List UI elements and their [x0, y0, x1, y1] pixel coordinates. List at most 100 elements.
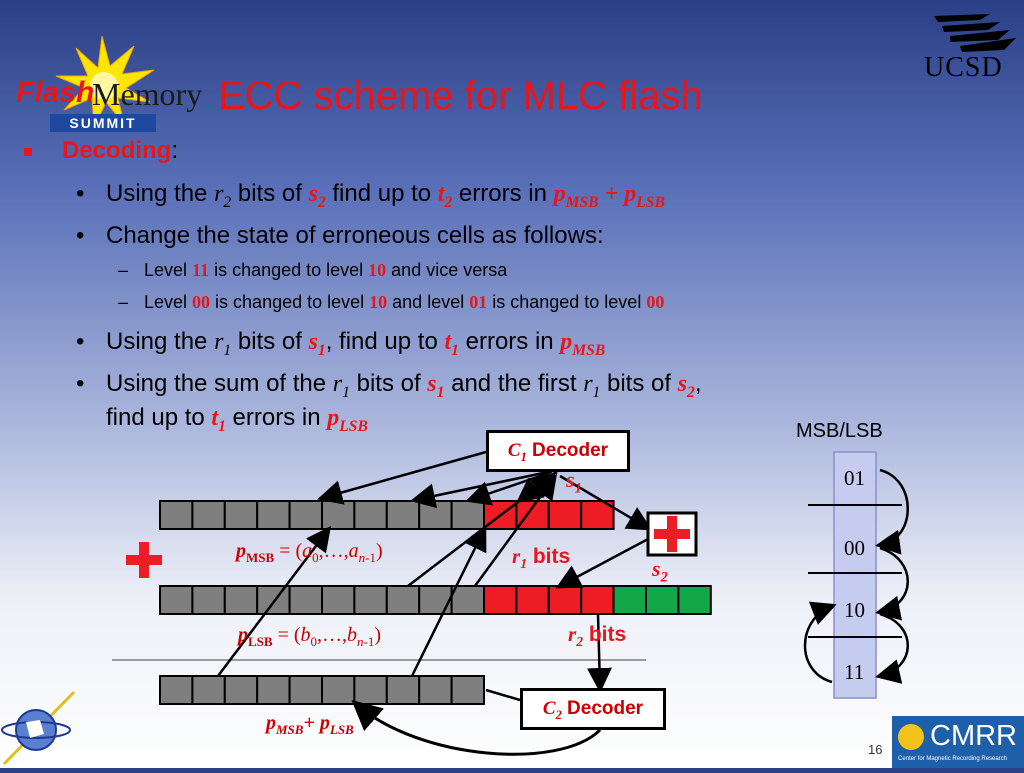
s1-text-c: and vice versa: [386, 260, 508, 280]
level-label-00: 00: [844, 536, 865, 560]
gray-cell: [450, 585, 486, 615]
globe-icon: [1, 690, 76, 766]
bullet-1: Using the r2 bits of s2 find up to t2 er…: [106, 180, 665, 212]
bullet-dot-3: •: [76, 328, 85, 355]
gray-cell: [418, 500, 453, 530]
bullet-4-line-1: Using the sum of the r1 bits of s1 and t…: [106, 370, 702, 402]
decoding-heading: Decoding:: [62, 137, 178, 165]
bullet-dot-2: •: [76, 222, 85, 249]
s2-text-c: and level: [387, 292, 470, 312]
bullet-4-line-2: find up to t1 errors in pLSB: [106, 404, 368, 436]
cmrr-logo: CMRR Center for Magnetic Recording Resea…: [892, 716, 1024, 768]
pmsb-plus-plsb-label: pMSB+ pLSB: [266, 712, 354, 737]
gray-cell: [256, 585, 291, 615]
r1-bits-label: r1 bits: [512, 544, 571, 572]
c1-decoder-box: C1 Decoder: [486, 430, 630, 472]
gray-cell: [288, 675, 324, 705]
gray-cell: [223, 675, 259, 705]
pmsb-symbol: pMSB: [560, 329, 606, 359]
b3-text-a: Using the: [106, 328, 215, 355]
ucsd-text: UCSD: [924, 52, 1003, 83]
s1-symbol: s1: [308, 329, 326, 359]
red-cell: [547, 585, 583, 615]
b4-text-a: Using the sum of the: [106, 370, 333, 397]
dash-1: –: [118, 260, 129, 280]
level-label-11: 11: [844, 660, 865, 684]
b4-text-b: bits of: [349, 370, 428, 397]
red-cell: [483, 585, 518, 615]
logo-flash-text: Flash: [16, 76, 95, 109]
bullet-2: Change the state of erroneous cells as f…: [106, 222, 604, 249]
gray-cell: [321, 675, 356, 705]
logo-memory-text: Memory: [92, 76, 203, 112]
c2-decoder-box: C2 Decoder: [520, 688, 666, 730]
sub-bullet-2: Level 00 is changed to level 10 and leve…: [144, 292, 664, 313]
gray-cell: [418, 675, 453, 705]
gray-cell: [159, 585, 194, 615]
s1-symbol-b: s1: [427, 371, 445, 401]
globe-satellite-logo: [0, 690, 80, 768]
green-cell: [677, 585, 712, 615]
curve-00-to-10: [875, 546, 909, 621]
logo-summit-text: SUMMIT: [50, 114, 156, 132]
c2-symbol: C2: [542, 698, 562, 722]
b3-text-b: bits of: [231, 328, 309, 355]
level-00b: 00: [646, 292, 665, 312]
curve-10-to-11: [875, 612, 909, 684]
bullet-3: Using the r1 bits of s1, find up to t1 e…: [106, 328, 605, 360]
level-label-01: 01: [844, 466, 865, 490]
b1-text-b: bits of: [231, 180, 309, 207]
s2-label: s2: [652, 556, 668, 586]
sub-bullet-1: Level 11 is changed to level 10 and vice…: [144, 260, 507, 281]
r1-symbol-b: r1: [332, 371, 350, 401]
r2-symbol: r2: [214, 181, 232, 211]
cmrr-text: CMRR: [930, 720, 1017, 752]
pmsb-equation: pMSB = (a0,…,an-1): [236, 540, 383, 565]
c1-symbol: C1: [507, 440, 527, 464]
green-cell: [645, 585, 680, 615]
red-cell: [547, 500, 583, 530]
level-10b: 10: [369, 292, 388, 312]
gray-cell: [223, 500, 259, 530]
ucsd-logo: UCSD: [920, 6, 1020, 83]
b1-text-d: errors in: [452, 180, 554, 207]
curve-01-to-00: [875, 468, 909, 555]
bullet-dot-1: •: [76, 180, 85, 207]
red-cell: [515, 585, 550, 615]
c1-decoder-label: Decoder: [532, 440, 609, 461]
square-bullet-icon: [24, 148, 32, 156]
flash-memory-summit-logo: Flash Memory SUMMIT: [14, 35, 202, 136]
arrow-sum-up-1: [217, 526, 332, 677]
gray-cell: [450, 675, 486, 705]
t2-symbol: t2: [437, 181, 453, 211]
b3-text-c: , find up to: [325, 328, 445, 355]
bullet-dot-4: •: [76, 370, 85, 397]
gray-cell: [288, 500, 324, 530]
b3-text-d: errors in: [458, 328, 561, 355]
gray-cell: [159, 675, 194, 705]
arrow-lsb-to-c2: [586, 613, 612, 693]
s2-text-d: is changed to level: [487, 292, 647, 312]
s1-text-a: Level: [144, 260, 193, 280]
level-01: 01: [469, 292, 488, 312]
s2-text-b: is changed to level: [210, 292, 370, 312]
r2-bits-text: bits: [588, 623, 627, 646]
gray-cell: [385, 675, 421, 705]
decoding-label: Decoding: [62, 137, 172, 164]
r1-symbol: r1: [214, 329, 232, 359]
level-11: 11: [192, 260, 210, 280]
gray-cell: [353, 500, 388, 530]
arrow-lsb-up-2: [473, 473, 557, 587]
gray-cell: [159, 500, 194, 530]
red-plus-icon: [126, 542, 162, 578]
lsb-cell-row: [159, 585, 712, 615]
pmsb-plus-plsb: pMSB + pLSB: [553, 181, 665, 211]
page-number: 16: [868, 742, 883, 757]
sunburst-icon: [55, 35, 155, 129]
b4-text-c: and the first: [444, 370, 584, 397]
t1-symbol-b: t1: [211, 405, 226, 435]
gray-cell: [223, 585, 259, 615]
gray-cell: [353, 675, 388, 705]
gray-cell: [385, 500, 421, 530]
